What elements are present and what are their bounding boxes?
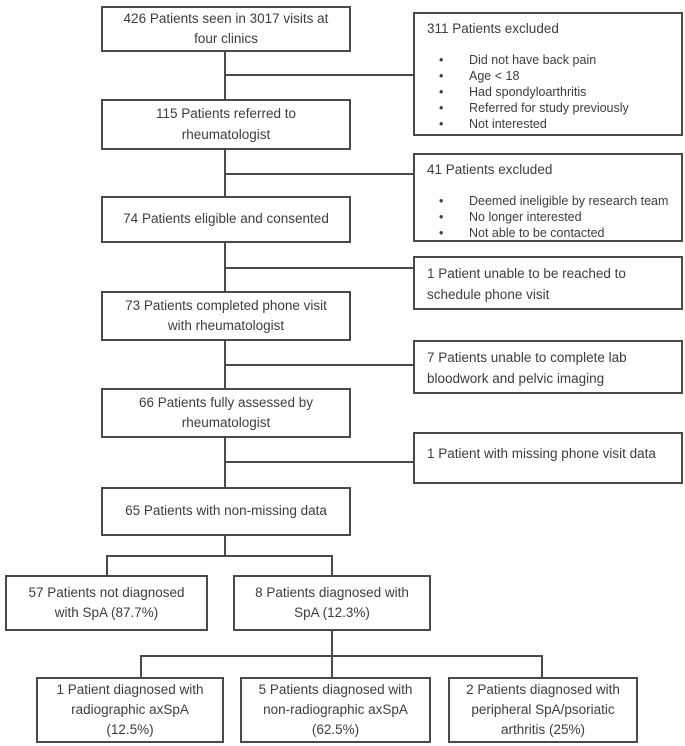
connector-drop-non-radiographic	[331, 655, 333, 677]
subtype-box-radiographic: 1 Patient diagnosed with radiographic ax…	[36, 677, 224, 743]
side-box-excluded-311: 311 Patients excluded Did not have back …	[413, 12, 683, 136]
connector-branch-missing-data	[224, 461, 413, 463]
bullet-item: Age < 18	[427, 68, 669, 84]
excluded-311-bullet-list: Did not have back pain Age < 18 Had spon…	[427, 52, 669, 132]
connector-drop-not-diagnosed	[106, 555, 108, 575]
connector-branch-unable-to-reach	[224, 267, 413, 269]
connector-drop-peripheral	[541, 655, 543, 677]
flow-box-referred: 115 Patients referred to rheumatologist	[101, 99, 351, 150]
connector-diagnosed-down	[331, 631, 333, 656]
connector-subtype-split	[140, 655, 543, 657]
connector-drop-diagnosed	[331, 555, 333, 575]
subtype-box-peripheral: 2 Patients diagnosed with peripheral SpA…	[448, 677, 638, 743]
connector-branch-lab-imaging	[224, 364, 413, 366]
outcome-box-not-diagnosed: 57 Patients not diagnosed with SpA (87.7…	[5, 575, 208, 631]
bullet-item: Not interested	[427, 116, 669, 132]
connector-branch-excluded-311	[224, 74, 413, 76]
connector-trunk-6	[224, 536, 226, 557]
flow-box-completed-phone-visit: 73 Patients completed phone visit with r…	[101, 291, 351, 341]
side-box-unable-lab-imaging: 7 Patients unable to complete lab bloodw…	[413, 340, 683, 394]
excluded-311-title: 311 Patients excluded	[427, 21, 559, 36]
flow-box-patients-seen: 426 Patients seen in 3017 visits at four…	[101, 6, 351, 52]
bullet-item: Referred for study previously	[427, 100, 669, 116]
outcome-box-diagnosed: 8 Patients diagnosed with SpA (12.3%)	[233, 575, 431, 631]
flow-box-fully-assessed: 66 Patients fully assessed by rheumatolo…	[101, 388, 351, 438]
excluded-41-bullet-list: Deemed ineligible by research team No lo…	[427, 193, 669, 241]
bullet-item: Did not have back pain	[427, 52, 669, 68]
excluded-41-title: 41 Patients excluded	[427, 162, 553, 177]
bullet-item: Deemed ineligible by research team	[427, 193, 669, 209]
side-box-excluded-41: 41 Patients excluded Deemed ineligible b…	[413, 153, 683, 242]
bullet-item: Not able to be contacted	[427, 225, 669, 241]
flow-box-non-missing-data: 65 Patients with non-missing data	[101, 487, 351, 536]
subtype-box-non-radiographic: 5 Patients diagnosed with non-radiograph…	[240, 677, 431, 743]
connector-drop-radiographic	[140, 655, 142, 677]
side-box-unable-to-reach: 1 Patient unable to be reached to schedu…	[413, 256, 683, 310]
side-box-missing-phone-data: 1 Patient with missing phone visit data	[413, 432, 683, 484]
bullet-item: No longer interested	[427, 209, 669, 225]
flow-box-eligible-consented: 74 Patients eligible and consented	[101, 196, 351, 243]
connector-outcome-split	[106, 555, 333, 557]
bullet-item: Had spondyloarthritis	[427, 84, 669, 100]
connector-branch-excluded-41	[224, 173, 413, 175]
